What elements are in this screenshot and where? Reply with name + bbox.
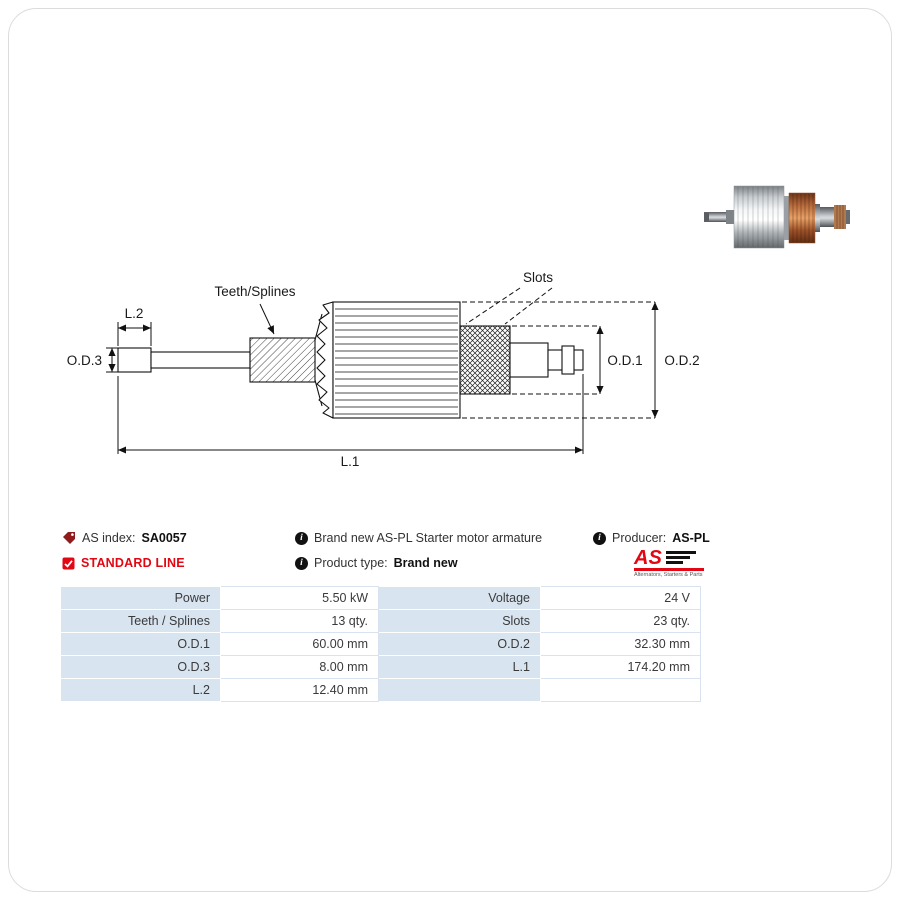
check-icon: [62, 557, 75, 569]
shaft-ring: [561, 345, 575, 375]
table-row: O.D.1 60.00 mm O.D.2 32.30 mm: [60, 632, 701, 656]
tag-icon: [63, 532, 75, 544]
producer-row: i Producer: AS-PL: [593, 531, 710, 545]
logo-underline: [634, 568, 704, 571]
label-l2: L.2: [125, 306, 144, 321]
label-l1: L.1: [341, 454, 360, 469]
label-teeth-splines: Teeth/Splines: [214, 284, 295, 299]
spec-label-cell: O.D.2: [378, 632, 541, 656]
spec-label-cell: Teeth / Splines: [60, 609, 221, 633]
label-od2: O.D.2: [664, 353, 699, 368]
spec-value-cell: 5.50 kW: [220, 586, 379, 610]
logo-text: AS: [634, 547, 662, 569]
label-od1: O.D.1: [607, 353, 642, 368]
info-icon: i: [295, 531, 308, 545]
spec-value-cell: 12.40 mm: [220, 678, 379, 702]
spec-label-cell: [378, 678, 541, 702]
armature-photo-render: [704, 185, 850, 249]
right-shaft: [509, 342, 549, 378]
producer-label: Producer:: [612, 531, 667, 545]
spec-value-cell: [540, 678, 701, 702]
photo-commutator: [788, 192, 816, 244]
info-icon: i: [593, 531, 606, 545]
spec-value-cell: 23 qty.: [540, 609, 701, 633]
product-description: Brand new AS-PL Starter motor armature: [314, 531, 543, 545]
spec-value-cell: 60.00 mm: [220, 632, 379, 656]
label-slots: Slots: [523, 270, 553, 285]
producer-value: AS-PL: [672, 531, 710, 545]
as-index-label: AS index:: [82, 531, 136, 545]
photo-right-shaft: [820, 207, 836, 227]
spec-value-cell: 32.30 mm: [540, 632, 701, 656]
standard-line-row: STANDARD LINE: [62, 556, 185, 570]
product-photo: [704, 185, 850, 249]
info-icon: i: [295, 556, 308, 570]
armature-outline: [117, 301, 584, 419]
as-index-row: AS index: SA0057: [62, 531, 187, 545]
as-index-value: SA0057: [141, 531, 187, 545]
logo-speed-lines: [665, 551, 696, 567]
core-laminations: [335, 308, 458, 415]
spec-value-cell: 8.00 mm: [220, 655, 379, 679]
left-shaft-stub: [117, 347, 152, 373]
description-row: i Brand new AS-PL Starter motor armature: [295, 531, 542, 545]
spec-value-cell: 24 V: [540, 586, 701, 610]
dimension-lines: [106, 287, 659, 454]
left-shaft: [150, 351, 251, 369]
slots-leader-line: [465, 287, 521, 325]
table-row: Teeth / Splines 13 qty. Slots 23 qty.: [60, 609, 701, 633]
commutator-section: [459, 325, 511, 395]
logo-tagline: Alternators, Starters & Parts: [634, 572, 703, 578]
teeth-splines-section: [249, 337, 316, 383]
spec-label-cell: O.D.1: [60, 632, 221, 656]
product-type-row: i Product type: Brand new: [295, 556, 458, 570]
table-row: L.2 12.40 mm: [60, 678, 701, 702]
photo-core: [733, 185, 785, 249]
spec-value-cell: 13 qty.: [220, 609, 379, 633]
as-pl-logo: AS Alternators, Starters & Parts: [634, 547, 704, 578]
product-type-value: Brand new: [393, 556, 458, 570]
table-row: Power 5.50 kW Voltage 24 V: [60, 586, 701, 610]
product-type-label: Product type:: [314, 556, 388, 570]
spec-label-cell: Slots: [378, 609, 541, 633]
photo-left-shaft: [704, 212, 730, 222]
slots-leader-line: [504, 287, 553, 325]
teeth-splines-arrow: [259, 303, 275, 335]
table-row: O.D.3 8.00 mm L.1 174.20 mm: [60, 655, 701, 679]
spec-label-cell: Voltage: [378, 586, 541, 610]
winding-cap: [316, 301, 334, 419]
spec-table: Power 5.50 kW Voltage 24 V Teeth / Splin…: [60, 586, 701, 702]
label-od3: O.D.3: [67, 353, 102, 368]
spec-label-cell: L.1: [378, 655, 541, 679]
spec-label-cell: O.D.3: [60, 655, 221, 679]
standard-line-badge: STANDARD LINE: [81, 556, 185, 570]
spec-value-cell: 174.20 mm: [540, 655, 701, 679]
technical-diagram: L.2 O.D.3 Teeth/Splines Slots O.D.1 O.D.…: [67, 270, 700, 469]
spec-label-cell: Power: [60, 586, 221, 610]
spec-label-cell: L.2: [60, 678, 221, 702]
armature-core: [332, 301, 461, 419]
